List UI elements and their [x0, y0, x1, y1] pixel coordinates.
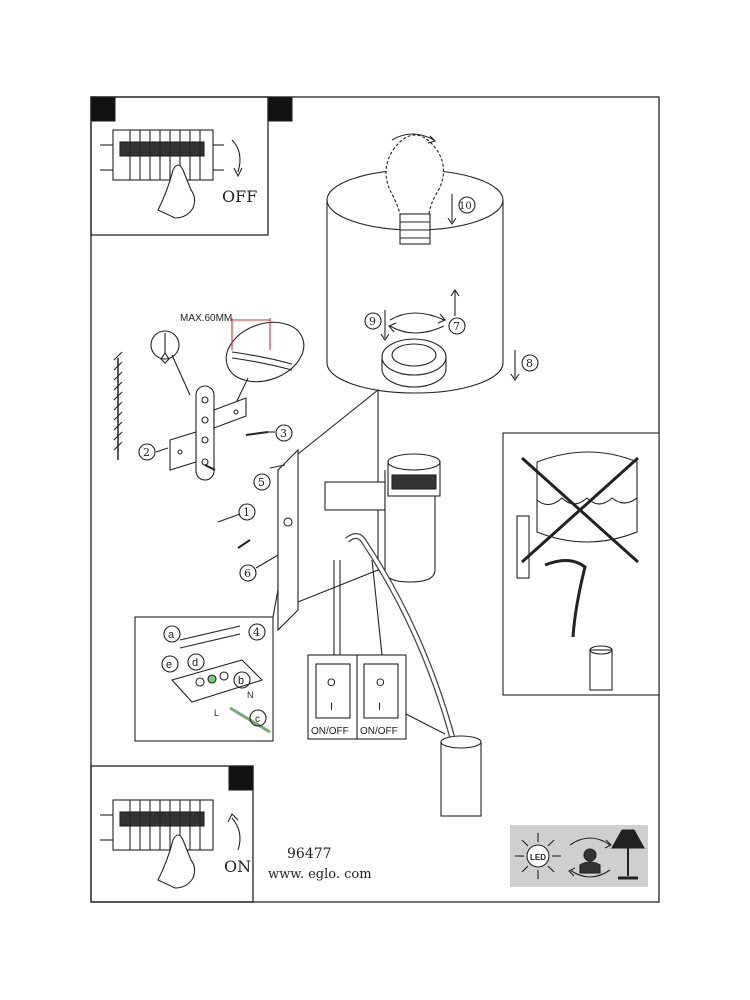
- step-2-badge: [138, 443, 169, 461]
- wire-l-label: L: [214, 708, 219, 718]
- on-label: ON: [224, 857, 251, 876]
- cable-bubble: [225, 318, 305, 406]
- arrow-up-icon: [231, 817, 241, 851]
- wire-a-label: a: [168, 629, 175, 641]
- wire-e-label: e: [166, 659, 172, 671]
- replace-by-technician-icon: [568, 837, 612, 878]
- switch-left-on-mark: O: [327, 677, 336, 689]
- switch-left-label: ON/OFF: [311, 726, 349, 737]
- wire-c-label: c: [255, 714, 260, 725]
- switch-left-off-mark: I: [330, 701, 333, 713]
- wiring-detail-panel: [134, 589, 279, 742]
- led-label: LED: [530, 853, 546, 862]
- switch-panel: [307, 559, 407, 740]
- breaker-box-icon: [100, 129, 224, 181]
- wall-plug-icon: [150, 330, 191, 396]
- max-cable-label: MAX.60MM: [180, 313, 232, 324]
- step-10-number: 10: [459, 201, 472, 212]
- step-5-number: 5: [258, 476, 265, 489]
- hand-icon: [157, 834, 196, 889]
- step-7-number: 7: [453, 320, 460, 333]
- lamp-holder-arm: [324, 453, 441, 583]
- step-3-number: 3: [280, 427, 287, 440]
- hand-icon: [157, 164, 196, 219]
- do-not-panel: [502, 432, 660, 696]
- step-1-number: 1: [243, 506, 250, 519]
- mounting-bracket: [169, 385, 247, 481]
- corner-marker: [228, 765, 254, 791]
- table-lamp-icon: [611, 829, 645, 880]
- bulb-holder-ring: [381, 338, 447, 388]
- step-9-number: 9: [369, 315, 376, 328]
- switch-right-on-mark: O: [376, 677, 385, 689]
- corner-marker: [267, 96, 293, 122]
- screw-icon: [237, 539, 251, 549]
- breaker-box-icon: [100, 799, 214, 851]
- led-sun-icon: [515, 833, 561, 879]
- step-badges-body: [217, 464, 286, 582]
- cross-icon: [520, 456, 640, 564]
- switch-right-off-mark: I: [378, 701, 381, 713]
- wire-b-label: b: [238, 675, 244, 687]
- step-2-number: 2: [143, 446, 150, 459]
- feature-icons-panel: [510, 825, 648, 887]
- wall-hatch: [113, 351, 123, 460]
- wire-n-label: N: [247, 690, 254, 700]
- switch-right-label: ON/OFF: [360, 726, 398, 737]
- reading-light-gooseneck: [345, 533, 482, 817]
- corner-marker: [90, 96, 116, 122]
- step-4-number: 4: [253, 626, 260, 639]
- step-6-number: 6: [244, 567, 251, 580]
- arrow-down-icon: [231, 139, 241, 173]
- bulb-icon: [385, 133, 445, 245]
- step-8-number: 8: [526, 357, 533, 370]
- website-url[interactable]: www. eglo. com: [268, 867, 372, 882]
- model-number: 96477: [287, 846, 332, 862]
- off-label: OFF: [222, 187, 257, 206]
- power-on-panel: [90, 765, 254, 903]
- step-markers-shade: [364, 194, 539, 381]
- wire-d-label: d: [192, 657, 198, 669]
- step-3-badge: [264, 424, 293, 442]
- shade-icon: [536, 451, 638, 543]
- power-off-panel: [90, 96, 293, 236]
- rotate-arrows-icon: [388, 312, 446, 334]
